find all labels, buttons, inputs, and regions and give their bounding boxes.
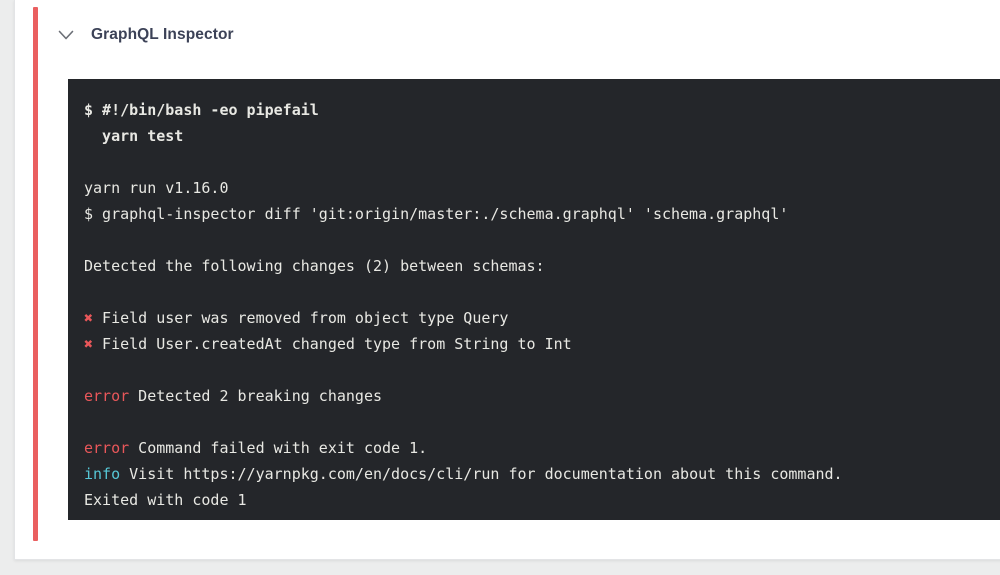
terminal-line-text: Exited with code 1 — [84, 491, 247, 509]
terminal-line-text: Detected the following changes (2) betwe… — [84, 257, 545, 275]
terminal-line: error Detected 2 breaking changes — [84, 383, 1000, 409]
breaking-change-x-icon: ✖ — [84, 309, 94, 327]
failed-status-rail — [33, 7, 38, 541]
terminal-line-text: Visit https://yarnpkg.com/en/docs/cli/ru… — [120, 465, 843, 483]
terminal-line: $ graphql-inspector diff 'git:origin/mas… — [84, 201, 1000, 227]
terminal-line: Detected the following changes (2) betwe… — [84, 253, 1000, 279]
job-step-card: GraphQL Inspector $ #!/bin/bash -eo pipe… — [14, 0, 1000, 560]
terminal-line-text: $ #!/bin/bash -eo pipefail — [84, 101, 319, 119]
terminal-line: yarn run v1.16.0 — [84, 175, 1000, 201]
terminal-line — [84, 227, 1000, 253]
log-level-error: error — [84, 439, 130, 457]
chevron-down-icon[interactable] — [55, 24, 77, 46]
terminal-line: $ #!/bin/bash -eo pipefail — [84, 97, 1000, 123]
terminal-line: info Visit https://yarnpkg.com/en/docs/c… — [84, 461, 1000, 487]
terminal-log-panel[interactable]: $ #!/bin/bash -eo pipefail yarn test yar… — [68, 79, 1000, 520]
terminal-line-text: yarn run v1.16.0 — [84, 179, 229, 197]
terminal-line — [84, 357, 1000, 383]
terminal-line: ✖ Field User.createdAt changed type from… — [84, 331, 1000, 357]
section-header-graphql-inspector[interactable]: GraphQL Inspector — [55, 18, 234, 52]
terminal-line-text: Detected 2 breaking changes — [129, 387, 383, 405]
terminal-line: ✖ Field user was removed from object typ… — [84, 305, 1000, 331]
terminal-line-text: Command failed with exit code 1. — [129, 439, 428, 457]
terminal-line-text: Field user was removed from object type … — [93, 309, 509, 327]
terminal-line — [84, 409, 1000, 435]
terminal-line: yarn test — [84, 123, 1000, 149]
log-level-info: info — [84, 465, 121, 483]
terminal-line-text: yarn test — [84, 127, 184, 145]
page-title: GraphQL Inspector — [91, 26, 234, 43]
terminal-line: error Command failed with exit code 1. — [84, 435, 1000, 461]
log-level-error: error — [84, 387, 130, 405]
breaking-change-x-icon: ✖ — [84, 335, 94, 353]
terminal-line — [84, 149, 1000, 175]
terminal-line-text: Field User.createdAt changed type from S… — [93, 335, 572, 353]
terminal-line — [84, 279, 1000, 305]
terminal-line: Exited with code 1 — [84, 487, 1000, 513]
terminal-line-text: $ graphql-inspector diff 'git:origin/mas… — [84, 205, 789, 223]
terminal-log-body: $ #!/bin/bash -eo pipefail yarn test yar… — [84, 97, 1000, 513]
